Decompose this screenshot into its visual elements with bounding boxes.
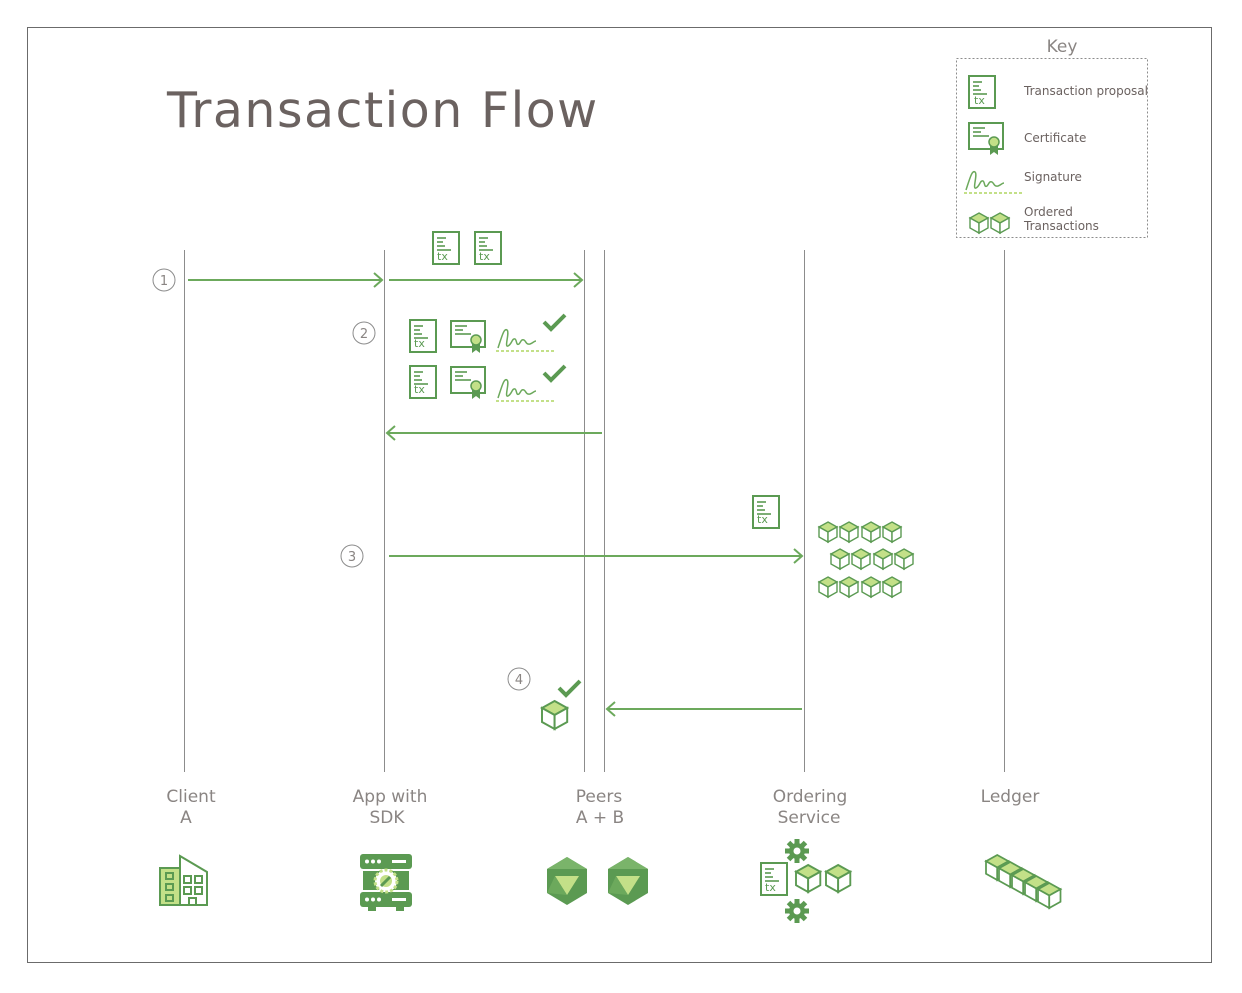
block-cube-icon: [541, 700, 569, 730]
tx-label: tx: [414, 337, 425, 350]
key-item-signature: Signature: [1024, 170, 1082, 184]
endorsement-row-2: tx: [409, 364, 567, 402]
tx-proposal-icon: tx: [752, 495, 780, 529]
server-sdk-icon: [360, 854, 412, 911]
key-tx-icon-label: tx: [974, 94, 985, 107]
certificate-icon: [450, 320, 486, 354]
tx-label: tx: [437, 250, 448, 263]
step-1-circle: [152, 268, 176, 292]
diagram-title: Transaction Flow: [166, 82, 599, 139]
tx-proposal-icon: tx: [409, 319, 437, 353]
step-2-circle: [352, 321, 376, 345]
key-ordered-transactions-icon: [969, 212, 1010, 234]
peer-b-icon: [608, 857, 648, 905]
ordered-transactions-icon: [818, 521, 914, 598]
arrow-client-to-app: [188, 272, 384, 288]
lane-lines: [184, 250, 1005, 772]
step-2-number: 2: [360, 327, 368, 342]
building-icon: [159, 854, 208, 906]
lane-label-app-line1: App with: [353, 787, 428, 807]
diagram-frame: [27, 27, 1212, 963]
key-item-transactions: Transactions: [1023, 219, 1099, 233]
step-3-circle: [340, 544, 364, 568]
tx-label: tx: [765, 881, 776, 894]
lane-label-ordering-line2: Service: [778, 808, 841, 828]
step-4-circle: [507, 667, 531, 691]
key-item-ordered: Ordered: [1024, 205, 1073, 219]
lane-label-client-line2: A: [180, 808, 192, 828]
key-item-certificate: Certificate: [1024, 131, 1086, 145]
lane-label-app-line2: SDK: [369, 808, 405, 828]
signature-icon: [495, 328, 555, 352]
lane-label-ordering-line1: Ordering: [773, 787, 848, 807]
lane-label-peers-line2: A + B: [576, 808, 624, 828]
flow-arrows: [188, 272, 804, 717]
step-markers: [152, 268, 531, 691]
arrow-app-to-peers: [389, 272, 584, 288]
lane-label-client-line1: Client: [166, 787, 216, 807]
tx-proposal-icon: tx: [432, 231, 460, 265]
key-box: [956, 58, 1148, 238]
tx-proposal-icon: tx: [409, 365, 437, 399]
key-title: Key: [1047, 37, 1078, 57]
gear-icon: [785, 839, 809, 863]
key-certificate-icon: [968, 122, 1004, 156]
gear-icon: [785, 899, 809, 923]
arrow-peers-to-app: [385, 425, 602, 441]
key-legend: Key tx Transaction proposal Certificate …: [956, 37, 1148, 238]
lane-label-peers-line1: Peers: [576, 787, 623, 807]
key-item-transaction-proposal: Transaction proposal: [1023, 84, 1148, 98]
arrow-app-to-ordering: [389, 548, 804, 564]
check-icon: [542, 364, 567, 382]
ledger-blocks-icon: [985, 854, 1062, 909]
lane-labels: Client A App with SDK Peers A + B Orderi…: [166, 787, 1039, 828]
tx-proposal-icon: tx: [760, 862, 788, 896]
certificate-icon: [450, 366, 486, 400]
tx-label: tx: [757, 513, 768, 526]
step-4-number: 4: [515, 673, 523, 688]
peer-node-icons: [547, 857, 648, 905]
tx-proposal-icon: tx: [474, 231, 502, 265]
arrow-ordering-to-peers: [605, 701, 802, 717]
ordering-service-icon: tx: [760, 839, 852, 923]
check-icon: [557, 679, 582, 697]
tx-label: tx: [414, 383, 425, 396]
step-3-number: 3: [348, 550, 356, 565]
lane-label-ledger: Ledger: [981, 787, 1040, 807]
tx-label: tx: [479, 250, 490, 263]
cube-icon: [795, 864, 822, 893]
peer-a-icon: [547, 857, 587, 905]
key-signature-icon: [963, 170, 1023, 194]
key-tx-icon: tx: [968, 75, 996, 109]
endorsement-row-1: tx: [409, 313, 567, 354]
signature-icon: [495, 378, 555, 402]
step-1-number: 1: [160, 274, 168, 289]
check-icon: [542, 313, 567, 331]
cube-icon: [825, 864, 852, 893]
